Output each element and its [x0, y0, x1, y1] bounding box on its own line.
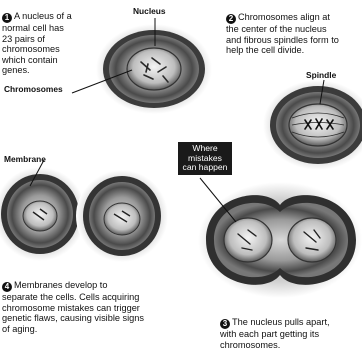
step-2-number: 2 — [226, 14, 236, 24]
step-1-number: 1 — [2, 13, 12, 23]
spindle-label: Spindle — [306, 70, 336, 80]
cell-stage-4-left — [0, 167, 86, 261]
step-2-description: Chromosomes align at the center of the n… — [226, 12, 339, 55]
step-3-description: The nucleus pulls apart, with each part … — [220, 317, 330, 349]
cell-stage-4-right — [76, 170, 168, 262]
cell-stage-3 — [198, 182, 362, 298]
step-3-text: 3The nucleus pulls apart, with each part… — [220, 307, 360, 350]
step-4-number: 4 — [2, 282, 12, 292]
step-2-text: 2Chromosomes align at the center of the … — [226, 2, 362, 56]
step-4-description: Membranes develop to separate the cells.… — [2, 280, 144, 333]
step-3-number: 3 — [220, 319, 230, 329]
step-1-text: 1A nucleus of a normal cell has 23 pairs… — [2, 1, 82, 75]
chromosomes-label: Chromosomes — [4, 84, 63, 94]
step-1-description: A nucleus of a normal cell has 23 pairs … — [2, 11, 72, 75]
step-4-text: 4Membranes develop to separate the cells… — [2, 270, 178, 334]
mistakes-callout: Where mistakes can happen — [177, 141, 233, 176]
cell-stage-1 — [96, 24, 212, 114]
nucleus-label: Nucleus — [133, 6, 166, 16]
membrane-label: Membrane — [4, 154, 46, 164]
cell-stage-2 — [263, 80, 362, 170]
